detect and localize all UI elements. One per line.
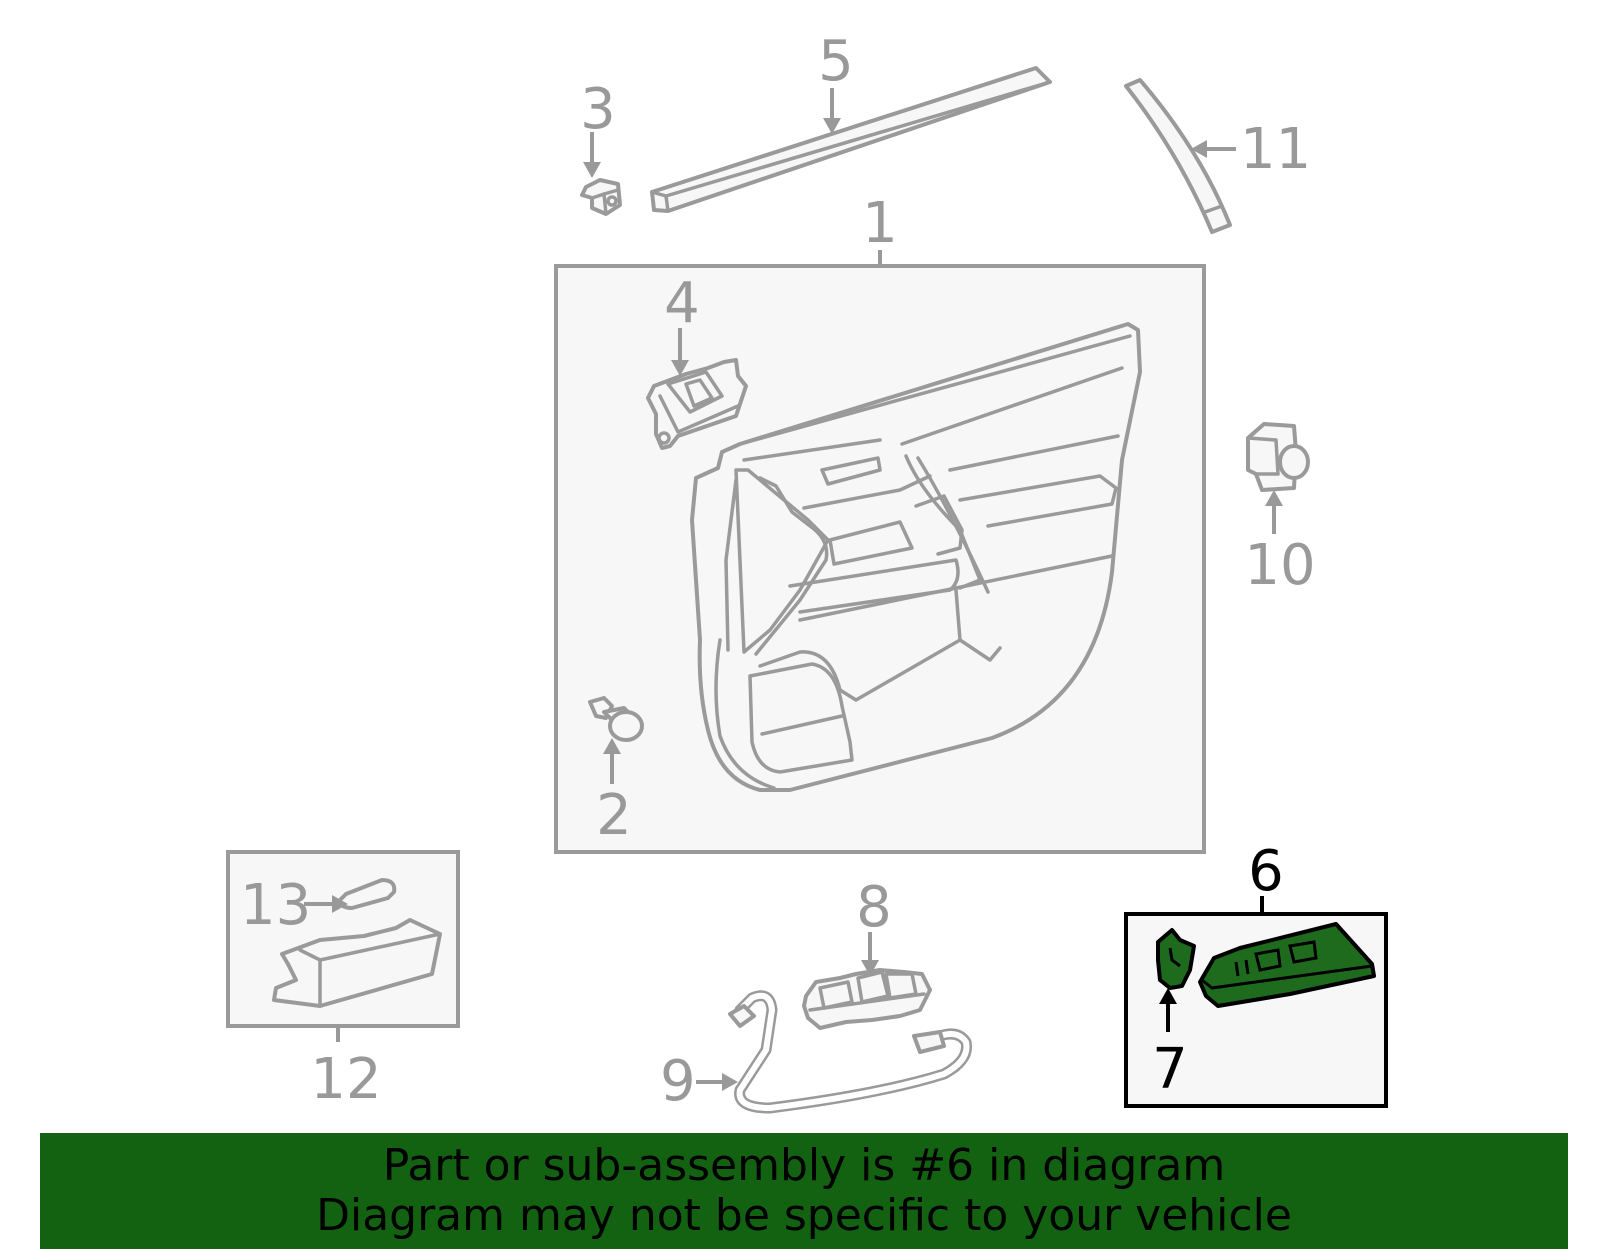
arrow-11 (1191, 140, 1236, 158)
callout-1: 1 (862, 191, 898, 256)
callout-3: 3 (580, 77, 616, 142)
part-6-window-switch[interactable] (1198, 922, 1376, 1008)
arrow-9 (696, 1073, 738, 1091)
part-9-wire-harness (728, 990, 973, 1114)
callout-8: 8 (856, 875, 892, 940)
info-banner: Part or sub-assembly is #6 in diagram Di… (40, 1133, 1568, 1249)
callout-9: 9 (660, 1049, 696, 1114)
part-2-clip (588, 696, 644, 742)
part-4-bezel (646, 358, 748, 450)
callout-4: 4 (664, 271, 700, 336)
part-12-lamp-housing (272, 918, 442, 1008)
callout-7: 7 (1152, 1037, 1188, 1102)
part-11-weatherstrip (1124, 78, 1232, 234)
banner-line-2: Diagram may not be specific to your vehi… (316, 1190, 1292, 1241)
callout-2: 2 (596, 783, 632, 848)
part-8-switch (802, 968, 932, 1030)
part-7-clip[interactable] (1156, 928, 1196, 990)
arrow-3 (583, 132, 601, 178)
callout-13: 13 (240, 873, 311, 938)
arrow-8 (861, 932, 879, 976)
arrow-2 (603, 738, 621, 784)
callout-11: 11 (1240, 117, 1311, 182)
callout-6: 6 (1248, 839, 1284, 904)
arrow-7 (1159, 988, 1177, 1032)
part-1-door-trim-panel (690, 322, 1142, 792)
callout-12: 12 (310, 1047, 381, 1112)
banner-line-1: Part or sub-assembly is #6 in diagram (382, 1140, 1226, 1191)
callout-10: 10 (1244, 533, 1315, 598)
part-5-belt-moulding (650, 66, 1052, 213)
part-3-clip (580, 178, 622, 216)
callout-5: 5 (818, 29, 854, 94)
arrow-4 (671, 328, 689, 376)
arrow-10 (1265, 490, 1283, 534)
arrow-5 (823, 88, 841, 134)
part-10-clip (1246, 422, 1310, 492)
arrow-13 (304, 895, 348, 913)
